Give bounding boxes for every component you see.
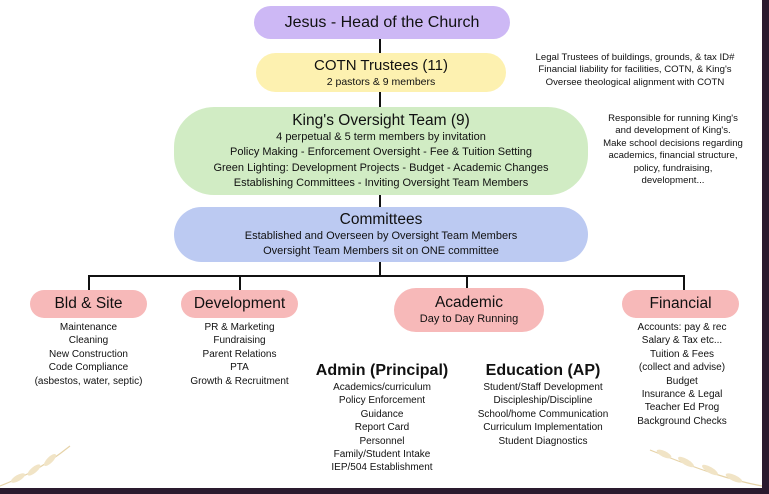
oversight-note-line: policy, fundraising, [633,162,713,174]
education-item: Discipleship/Discipline [493,395,593,407]
education-item: Curriculum Implementation [483,422,603,434]
financial-item: Accounts: pay & rec [637,322,727,333]
financial-list: Accounts: pay & rec Salary & Tax etc... … [616,321,748,428]
trustees-title: COTN Trustees (11) [314,56,448,74]
connector-oversight-committees [379,194,381,208]
financial-item: Background Checks [637,415,727,427]
oversight-line: Green Lighting: Development Projects - B… [213,161,549,174]
committees-line: Oversight Team Members sit on ONE commit… [263,245,499,257]
drop-bld [88,275,90,291]
financial-item: Teacher Ed Prog [644,402,720,414]
financial-item: Insurance & Legal [641,389,723,401]
oversight-title: King's Oversight Team (9) [292,111,470,129]
development-item: PTA [230,362,249,374]
bld-item: (asbestos, water, septic) [34,375,143,387]
admin-item: IEP/504 Establishment [331,462,433,474]
development-list: PR & Marketing Fundraising Parent Relati… [172,321,307,388]
bld-item: Cleaning [68,335,109,347]
org-chart-canvas: Jesus - Head of the Church COTN Trustees… [0,0,762,488]
trustees-note: Legal Trustees of buildings, grounds, & … [517,52,753,89]
bld-item: Code Compliance [48,362,129,374]
financial-item: (collect and advise) [638,362,726,374]
committees-title: Committees [339,210,423,228]
trustees-node: COTN Trustees (11) 2 pastors & 9 members [256,53,506,92]
leaf-decoration-left-icon [0,445,71,487]
committees-node: Committees Established and Overseen by O… [174,207,588,262]
oversight-line: Policy Making - Enforcement Oversight - … [229,146,533,158]
admin-item: Guidance [360,408,404,420]
bld-list: Maintenance Cleaning New Construction Co… [22,321,155,388]
oversight-note-line: Make school decisions regarding [603,137,743,149]
horizontal-bar [88,275,684,277]
education-item: Student Diagnostics [498,435,588,447]
oversight-note: Responsible for running King's and devel… [589,113,757,187]
bld-item: Maintenance [59,322,118,333]
education-section: Education (AP) Student/Staff Development… [463,360,623,448]
financial-item: Budget [666,375,698,387]
jesus-title: Jesus - Head of the Church [284,13,480,31]
education-item: Student/Staff Development [483,382,603,393]
admin-item: Report Card [354,422,410,434]
education-title: Education (AP) [485,362,601,379]
oversight-note-line: academics, financial structure, [608,150,738,162]
drop-academic [466,275,468,289]
trustees-subtitle: 2 pastors & 9 members [326,75,436,88]
academic-subtitle: Day to Day Running [419,313,519,325]
oversight-line: Establishing Committees - Inviting Overs… [233,177,529,189]
development-item: Parent Relations [202,348,277,360]
oversight-line: 4 perpetual & 5 term members by invitati… [276,130,486,143]
admin-item: Family/Student Intake [333,449,431,461]
development-node: Development [181,290,298,318]
connector-committees-bar [379,261,381,276]
development-item: PR & Marketing [204,322,275,333]
connector-jesus-trustees [379,38,381,54]
connector-trustees-oversight [379,91,381,107]
financial-node: Financial [622,290,739,318]
bld-node: Bld & Site [30,290,147,318]
financial-item: Tuition & Fees [649,348,715,360]
development-item: Growth & Recruitment [190,375,289,387]
academic-title: Academic [434,294,504,311]
trustees-note-line: Financial liability for facilities, COTN… [538,64,732,76]
academic-node: Academic Day to Day Running [394,288,544,332]
financial-title: Financial [649,295,712,312]
admin-item: Personnel [359,435,405,447]
admin-title: Admin (Principal) [315,362,449,379]
development-title: Development [193,295,286,312]
trustees-note-line: Oversee theological alignment with COTN [545,76,725,88]
oversight-note-line: and development of King's. [615,125,731,137]
admin-item: Academics/curriculum [333,382,431,393]
oversight-note-line: Responsible for running King's [608,113,738,124]
drop-development [239,275,241,291]
oversight-note-line: development... [641,175,705,187]
development-item: Fundraising [213,335,266,347]
drop-financial [683,275,685,291]
trustees-note-line: Legal Trustees of buildings, grounds, & … [535,52,735,63]
leaf-decoration-right-icon [649,449,762,487]
education-item: School/home Communication [477,408,609,420]
admin-section: Admin (Principal) Academics/curriculum P… [307,360,457,475]
admin-item: Policy Enforcement [338,395,426,407]
committees-line: Established and Overseen by Oversight Te… [244,229,518,242]
financial-item: Salary & Tax etc... [641,335,723,347]
oversight-node: King's Oversight Team (9) 4 perpetual & … [174,107,588,195]
bld-title: Bld & Site [54,295,123,312]
jesus-node: Jesus - Head of the Church [254,6,510,39]
bld-item: New Construction [49,348,128,360]
